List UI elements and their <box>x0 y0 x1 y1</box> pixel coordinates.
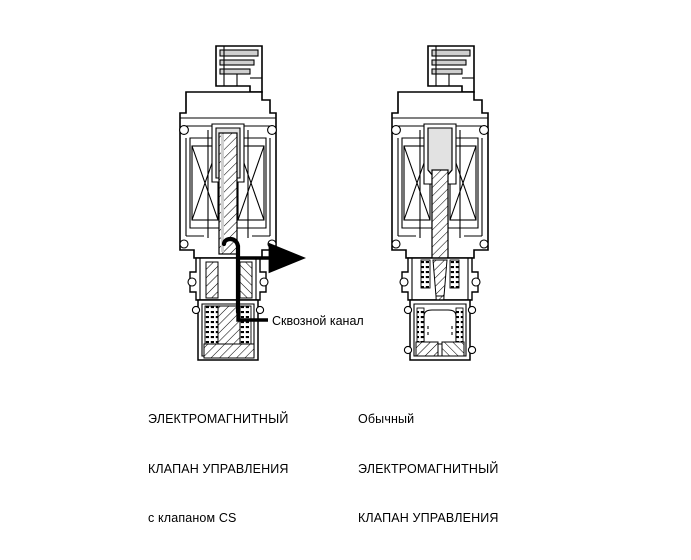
caption-right-line-3: КЛАПАН УПРАВЛЕНИЯ <box>358 511 499 525</box>
solenoid-valve-left <box>179 45 306 361</box>
caption-left-line-2: КЛАПАН УПРАВЛЕНИЯ <box>148 461 289 476</box>
callout-label: Сквозной канал <box>272 314 364 328</box>
caption-left-line-3: с клапаном CS <box>148 511 237 525</box>
seat-block-right <box>415 307 465 357</box>
caption-right-line-2: ЭЛЕКТРОМАГНИТНЫЙ <box>358 461 499 476</box>
valve-neck-left <box>187 257 269 301</box>
callout-leader-line <box>236 312 268 322</box>
through-channel-passage <box>221 236 241 315</box>
caption-right-line-1: Обычный <box>358 412 415 426</box>
electrical-connector-left <box>215 45 263 93</box>
technical-diagram: Сквозной канал ЭЛЕКТРОМАГНИТНЫЙ КЛАПАН У… <box>148 45 499 525</box>
housing-lugs-right <box>391 125 489 249</box>
solenoid-coil-left-winding <box>191 145 219 221</box>
plunger-rod-left <box>218 132 238 255</box>
plunger-rod-right <box>431 169 449 261</box>
electrical-connector-right <box>427 45 475 93</box>
spring-sleeve-right <box>420 259 460 289</box>
caption-left-line-1: ЭЛЕКТРОМАГНИТНЫЙ <box>148 412 289 426</box>
diagram-canvas <box>179 45 489 361</box>
solenoid-valve-right <box>391 45 489 361</box>
caption-left-valve: ЭЛЕКТРОМАГНИТНЫЙ КЛАПАН УПРАВЛЕНИЯ с кла… <box>148 378 289 560</box>
caption-right-valve: Обычный ЭЛЕКТРОМАГНИТНЫЙ КЛАПАН УПРАВЛЕН… <box>358 378 499 560</box>
valve-chamber-right <box>403 299 477 361</box>
